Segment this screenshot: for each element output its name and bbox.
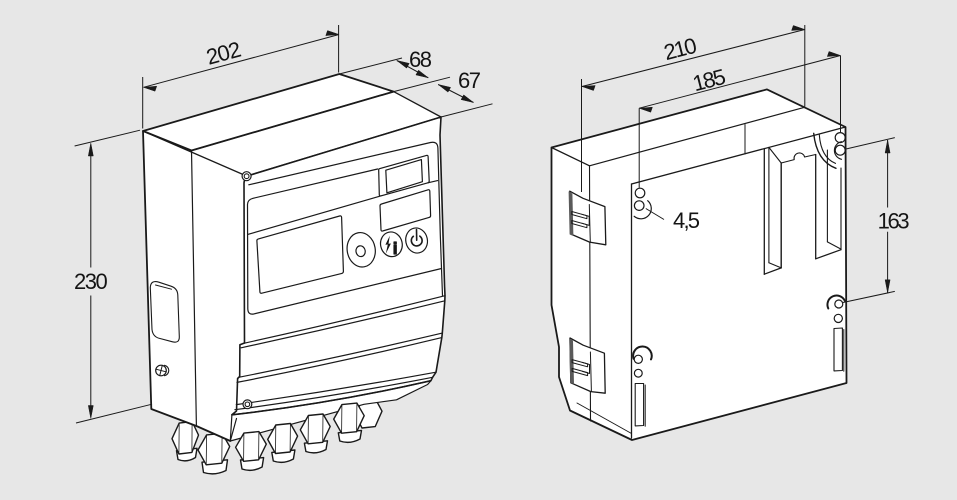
svg-text:67: 67	[458, 68, 481, 93]
svg-text:230: 230	[74, 269, 108, 294]
svg-text:4,5: 4,5	[673, 208, 700, 233]
svg-text:163: 163	[878, 209, 910, 234]
svg-text:68: 68	[409, 47, 432, 72]
svg-text:i: i	[393, 240, 398, 258]
